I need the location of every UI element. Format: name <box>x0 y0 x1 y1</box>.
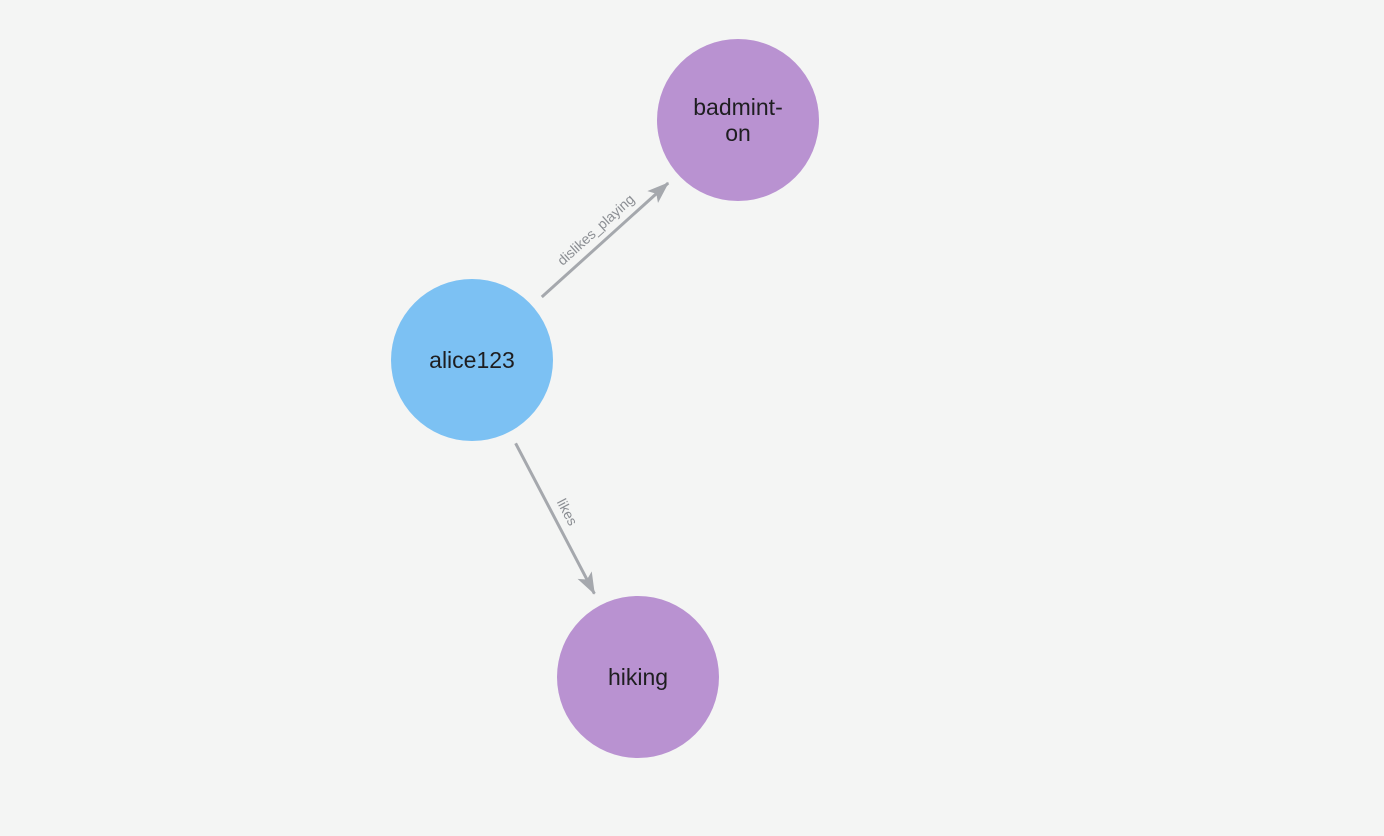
edge-dislikes_playing[interactable] <box>540 181 670 299</box>
edge-label-dislikes_playing: dislikes_playing <box>554 191 638 269</box>
node-badminton[interactable]: badmint-on <box>657 39 819 201</box>
node-label-badminton: badmint-on <box>693 94 782 146</box>
node-circle-badminton[interactable] <box>657 39 819 201</box>
edge-likes[interactable] <box>514 442 596 595</box>
node-hiking[interactable]: hiking <box>557 596 719 758</box>
node-alice123[interactable]: alice123 <box>391 279 553 441</box>
node-circle-alice123[interactable] <box>391 279 553 441</box>
node-circle-hiking[interactable] <box>557 596 719 758</box>
node-label-alice123: alice123 <box>429 347 515 373</box>
node-label-hiking: hiking <box>608 664 668 690</box>
